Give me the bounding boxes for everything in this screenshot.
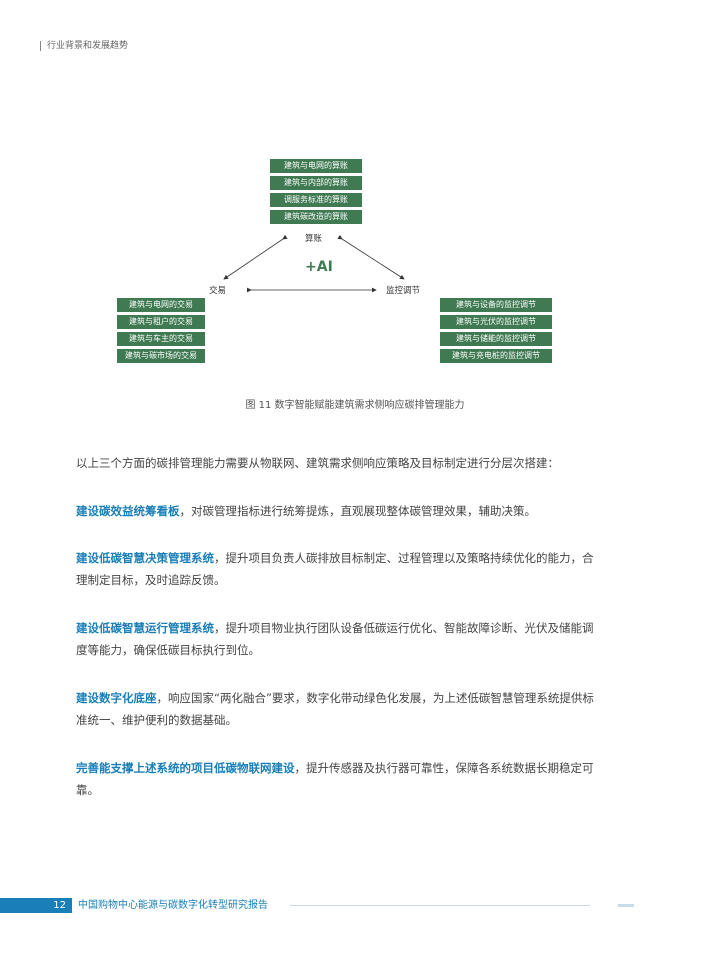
page-number: 12 xyxy=(0,898,72,913)
paragraph-highlight: 建设碳效益统筹看板 xyxy=(76,504,180,518)
report-title: 中国购物中心能源与碳数字化转型研究报告 xyxy=(78,900,268,911)
top-node-label: 算账 xyxy=(305,234,323,244)
header-divider xyxy=(40,40,41,51)
paragraph-4: 建设数字化底座，响应国家“两化融合”要求，数字化带动绿色化发展，为上述低碳智慧管… xyxy=(76,687,596,731)
left-item: 建筑与车主的交易 xyxy=(117,332,205,346)
paragraph-highlight: 建设数字化底座 xyxy=(76,691,157,705)
paragraph-highlight: 完善能支撑上述系统的项目低碳物联网建设 xyxy=(76,761,295,775)
paragraph-3: 建设低碳智慧运行管理系统，提升项目物业执行团队设备低碳运行优化、智能故障诊断、光… xyxy=(76,617,596,661)
intro-paragraph: 以上三个方面的碳排管理能力需要从物联网、建筑需求侧响应策略及目标制定进行分层次搭… xyxy=(76,456,559,470)
paragraph-5: 完善能支撑上述系统的项目低碳物联网建设，提升传感器及执行器可靠性，保障各系统数据… xyxy=(76,757,596,801)
diagram-arrows xyxy=(223,234,405,293)
left-item: 建筑与电网的交易 xyxy=(117,298,205,312)
diagram: 建筑与电网的算账 建筑与内部的算账 调服务标准的算账 建筑碳改造的算账 算账 交… xyxy=(0,0,710,400)
top-item: 建筑与内部的算账 xyxy=(270,176,362,190)
right-item: 建筑与设备的监控调节 xyxy=(440,298,552,312)
left-item: 建筑与碳市场的交易 xyxy=(117,349,205,363)
arrow-top-left xyxy=(223,234,288,280)
paragraph-highlight: 建设低碳智慧决策管理系统 xyxy=(76,551,214,565)
top-item: 建筑与电网的算账 xyxy=(270,159,362,173)
right-item: 建筑与充电桩的监控调节 xyxy=(440,349,552,363)
paragraph-text: ，提升传感器及执行器可靠性，保障各系统数据长期稳定可靠。 xyxy=(76,761,594,797)
left-item: 建筑与租户的交易 xyxy=(117,315,205,329)
right-node-label: 监控调节 xyxy=(386,286,421,296)
paragraph-highlight: 建设低碳智慧运行管理系统 xyxy=(76,621,214,635)
footer-divider xyxy=(290,905,590,906)
ai-center-label: +AI xyxy=(305,259,333,275)
paragraph-text: ，对碳管理指标进行统筹提炼，直观展现整体碳管理效果，辅助决策。 xyxy=(179,504,537,518)
right-item: 建筑与储能的监控调节 xyxy=(440,332,552,346)
section-title: 行业背景和发展趋势 xyxy=(47,41,129,51)
left-node-label: 交易 xyxy=(209,286,227,296)
figure-caption: 图 11 数字智能赋能建筑需求侧响应碳排管理能力 xyxy=(245,400,465,411)
top-item: 调服务标准的算账 xyxy=(270,193,362,207)
right-item: 建筑与光伏的监控调节 xyxy=(440,315,552,329)
paragraph-1: 建设碳效益统筹看板，对碳管理指标进行统筹提炼，直观展现整体碳管理效果，辅助决策。 xyxy=(76,500,596,522)
section-header: 行业背景和发展趋势 xyxy=(40,38,128,51)
paragraph-text: ，响应国家“两化融合”要求，数字化带动绿色化发展，为上述低碳智慧管理系统提供标准… xyxy=(76,691,594,727)
paragraph-text: ，提升项目负责人碳排放目标制定、过程管理以及策略持续优化的能力，合理制定目标，及… xyxy=(76,551,594,587)
arrow-top-right xyxy=(337,234,405,280)
footer-divider-end xyxy=(618,904,634,907)
paragraph-text: ，提升项目物业执行团队设备低碳运行优化、智能故障诊断、光伏及储能调度等能力，确保… xyxy=(76,621,594,657)
top-item: 建筑碳改造的算账 xyxy=(270,210,362,224)
paragraph-2: 建设低碳智慧决策管理系统，提升项目负责人碳排放目标制定、过程管理以及策略持续优化… xyxy=(76,547,596,591)
